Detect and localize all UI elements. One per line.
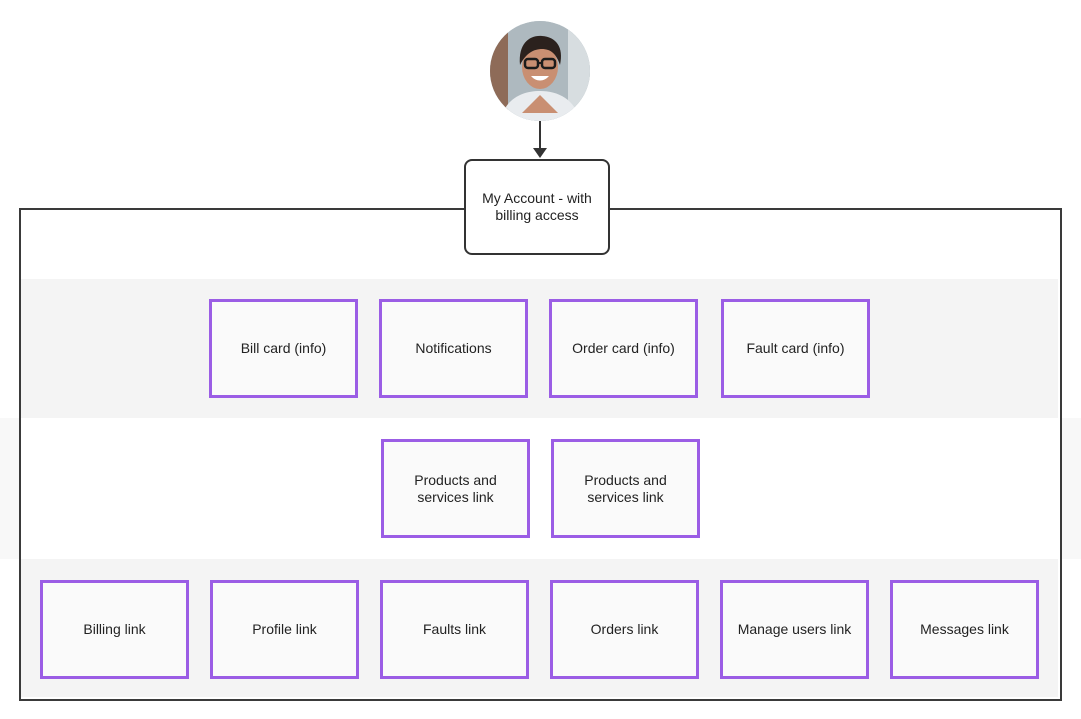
connector-line <box>539 121 541 149</box>
faults-link-node[interactable]: Faults link <box>380 580 529 679</box>
arrow-down-icon <box>533 148 547 158</box>
order-card-node[interactable]: Order card (info) <box>549 299 698 398</box>
profile-link-node[interactable]: Profile link <box>210 580 359 679</box>
manage-users-link-node[interactable]: Manage users link <box>720 580 869 679</box>
bill-card-node[interactable]: Bill card (info) <box>209 299 358 398</box>
notifications-node[interactable]: Notifications <box>379 299 528 398</box>
top-card-band-fill <box>21 279 1058 418</box>
products-services-link-node-2[interactable]: Products and services link <box>551 439 700 538</box>
products-services-link-node-1[interactable]: Products and services link <box>381 439 530 538</box>
billing-link-node[interactable]: Billing link <box>40 580 189 679</box>
user-avatar <box>490 21 590 121</box>
fault-card-node[interactable]: Fault card (info) <box>721 299 870 398</box>
avatar-photo-icon <box>490 21 590 121</box>
messages-link-node[interactable]: Messages link <box>890 580 1039 679</box>
bottom-card-band <box>21 559 1058 697</box>
my-account-node: My Account - with billing access <box>464 159 610 255</box>
orders-link-node[interactable]: Orders link <box>550 580 699 679</box>
